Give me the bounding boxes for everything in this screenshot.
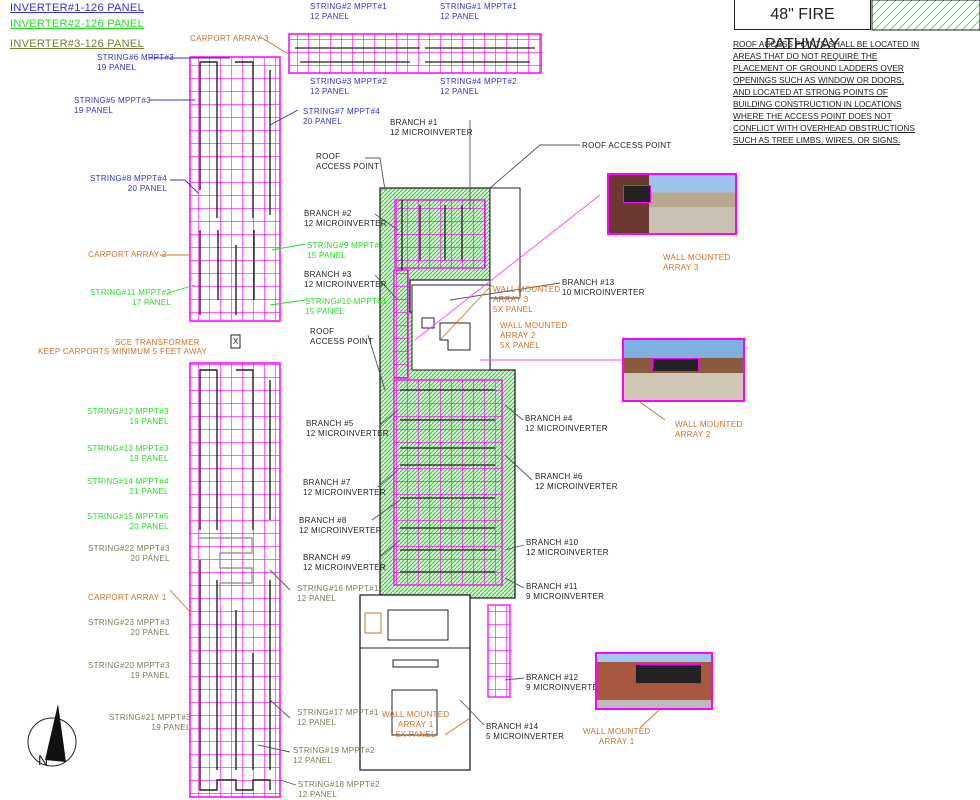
transformer-label: SCE TRANSFORMER bbox=[115, 338, 200, 347]
branch-7-label: Branch #7 12 microinverter bbox=[303, 478, 386, 497]
roof-access-label-top-right: Roof access point bbox=[582, 141, 672, 150]
string-10-label: STRING#10 MPPT#1 15 PANEL bbox=[305, 297, 387, 316]
wall-array-2-plan-label: WALL MOUNTED ARRAY 2 5x Panel bbox=[500, 321, 568, 350]
branch-4-label: Branch #4 12 microinverter bbox=[525, 414, 608, 433]
wall-array-2-photo-label: WALL MOUNTED ARRAY 2 bbox=[675, 420, 743, 439]
branch-13-label: Branch #13 10 microinverter bbox=[562, 278, 645, 297]
string-12-label: STRING#12 MPPT#3 19 PANEL bbox=[87, 407, 169, 426]
string-8-label: STRING#8 MPPT#4 20 PANEL bbox=[90, 174, 167, 193]
wall-array-1-photo-label: WALL MOUNTED ARRAY 1 bbox=[583, 727, 651, 746]
branch-6-label: Branch #6 12 microinverter bbox=[535, 472, 618, 491]
leader-lines bbox=[150, 37, 666, 786]
string-4-label: STRING#4 MPPT#2 12 PANEL bbox=[440, 77, 517, 96]
carport-array-1-label: CARPORT ARRAY 1 bbox=[88, 593, 167, 602]
string-20-label: STRING#20 MPPT#3 19 PANEL bbox=[88, 661, 170, 680]
string-15-label: STRING#15 MPPT#5 20 PANEL bbox=[87, 512, 169, 531]
wall-array-1-plan-label: WALL MOUNTED ARRAY 1 5x PANEL bbox=[382, 710, 450, 739]
wall-photo-panels bbox=[635, 664, 702, 684]
branch-12-label: Branch #12 9 microinverter bbox=[526, 673, 605, 692]
string-11-label: STRING#11 MPPT#2 17 PANEL bbox=[90, 288, 172, 307]
branch-9-label: Branch #9 12 microinverter bbox=[303, 553, 386, 572]
sce-transformer-box bbox=[230, 334, 241, 349]
carport-array-2 bbox=[189, 56, 281, 322]
roof-access-label-top-left: Roof access point bbox=[316, 152, 380, 171]
roof-access-note: Roof access points shall be located in a… bbox=[733, 39, 920, 145]
string-17-label: STRING#17 MPPT#1 12 PANEL bbox=[297, 708, 379, 727]
legend-inverter-2: INVERTER#2-126 PANEL bbox=[10, 18, 144, 30]
building-roof bbox=[379, 187, 521, 698]
carport-array-1 bbox=[189, 362, 281, 798]
string-23-label: STRING#23 MPPT#3 20 PANEL bbox=[88, 618, 170, 637]
string-13-label: STRING#13 MPPT#3 19 PANEL bbox=[87, 444, 169, 463]
branch-11-label: Branch #11 9 microinverter bbox=[526, 582, 605, 601]
wall-array-3-plan-label: WALL MOUNTED ARRAY 3 5x PANEL bbox=[493, 285, 561, 314]
string-21-label: STRING#21 MPPT#3 19 PANEL bbox=[109, 713, 191, 732]
legend-inverter-3: INVERTER#3-126 PANEL bbox=[10, 38, 144, 50]
branch-2-label: Branch #2 12 microinverter bbox=[304, 209, 387, 228]
carport-array-3-label: CARPORT ARRAY 3 bbox=[190, 34, 269, 43]
wall-array-2-photo bbox=[622, 338, 745, 402]
branch-8-label: Branch #8 12 microinverter bbox=[299, 516, 382, 535]
roof-access-label-mid: Roof access point bbox=[310, 327, 374, 346]
fire-pathway-label: 48" FIRE PATHWAY bbox=[734, 0, 871, 53]
transformer-symbol: X bbox=[233, 337, 239, 346]
branch-14-label: Branch #14 5 microinverter bbox=[486, 722, 565, 741]
wall-array-1-photo bbox=[595, 652, 713, 710]
wall-photo-panels bbox=[623, 185, 651, 203]
string-19-label: STRING#19 MPPT#2 12 PANEL bbox=[293, 746, 375, 765]
legend-inverter-1: INVERTER#1-126 PANEL bbox=[10, 2, 144, 14]
carport-array-2-label: CARPORT ARRAY 2 bbox=[88, 250, 167, 259]
string-5-label: STRING#5 MPPT#3 19 PANEL bbox=[74, 96, 151, 115]
string-3-label: STRING#3 MPPT#2 12 PANEL bbox=[310, 77, 387, 96]
branch-3-label: Branch #3 12 microinverter bbox=[304, 270, 387, 289]
string-6-label: STRING#6 MPPT#3 19 PANEL bbox=[97, 53, 174, 72]
transformer-note: KEEP CARPORTS MINIMUM 5 FEET AWAY bbox=[38, 347, 208, 356]
compass-north-label: N bbox=[38, 752, 49, 768]
north-arrow bbox=[27, 704, 77, 767]
string-18-label: STRING#18 MPPT#2 12 PANEL bbox=[298, 780, 380, 799]
wall-array-3-photo-label: WALL MOUNTED ARRAY 3 bbox=[663, 253, 731, 272]
carport-array-3 bbox=[288, 33, 542, 74]
string-1-label: STRING#1 MPPT#1 12 PANEL bbox=[440, 2, 517, 21]
string-7-label: STRING#7 MPPT#4 20 PANEL bbox=[303, 107, 380, 126]
string-22-label: STRING#22 MPPT#3 20 PANEL bbox=[88, 544, 170, 563]
fire-pathway-swatch bbox=[871, 0, 980, 31]
string-14-label: STRING#14 MPPT#4 21 PANEL bbox=[87, 477, 169, 496]
wall-array-3-photo bbox=[607, 173, 737, 235]
string-16-label: STRING#16 MPPT#1 12 PANEL bbox=[297, 584, 379, 603]
wall-photo-brick bbox=[609, 175, 649, 233]
wall-photo-panels bbox=[652, 358, 699, 372]
branch-1-label: Branch #1 12 microinverter bbox=[390, 118, 473, 137]
string-9-label: STRING#9 MPPT#1 15 PANEL bbox=[307, 241, 384, 260]
branch-10-label: Branch #10 12 microinverter bbox=[526, 538, 609, 557]
branch-5-label: Branch #5 12 microinverter bbox=[306, 419, 389, 438]
string-2-label: STRING#2 MPPT#1 12 PANEL bbox=[310, 2, 387, 21]
lower-building bbox=[359, 594, 471, 771]
